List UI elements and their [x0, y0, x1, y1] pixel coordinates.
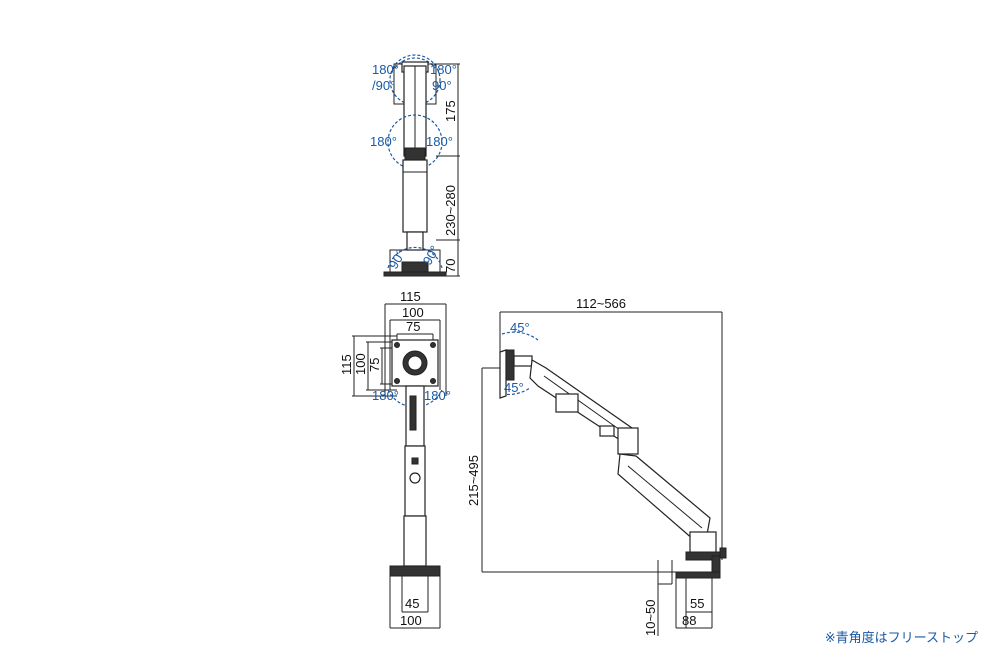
top-rotation-arc	[389, 54, 441, 106]
front-dim-100-base: 100	[400, 613, 422, 628]
top-arm-lower	[402, 159, 428, 233]
side-dim-88: 88	[682, 613, 696, 628]
front-angle-left: 180°	[372, 388, 399, 403]
front-dim-100-h: 100	[402, 305, 424, 320]
top-view: 180° 180° /90° 90° 180° 180° 90° 90° 175…	[370, 54, 460, 277]
top-dim-175: 175	[443, 100, 458, 122]
top-angle-left-top: 180°	[372, 62, 399, 77]
side-dim-reach: 112~566	[576, 296, 626, 311]
side-dim-clamp: 10~50	[643, 599, 658, 636]
front-dim-45: 45	[405, 596, 419, 611]
front-dim-75-v: 75	[367, 358, 382, 372]
side-tilt-down: 45°	[504, 380, 524, 395]
front-dim-75-h: 75	[406, 319, 420, 334]
side-dim-55: 55	[690, 596, 704, 611]
side-column	[689, 531, 717, 555]
top-angle-left-mid: 180°	[370, 134, 397, 149]
front-view: 115 100 75 115 100 75 180° 180° 45 100	[339, 289, 451, 629]
top-dim-230-280: 230~280	[443, 185, 458, 236]
top-angle-right-top: 180°	[430, 62, 457, 77]
front-angle-right: 180°	[424, 388, 451, 403]
side-vesa-plate	[499, 349, 507, 399]
front-dim-100-v: 100	[353, 353, 368, 375]
top-angle-right-mid: 180°	[426, 134, 453, 149]
side-dim-height: 215~495	[466, 455, 481, 506]
top-angle-left-90: /90°	[372, 78, 395, 93]
side-elbow-joint	[617, 427, 639, 455]
front-clamp-base	[389, 565, 441, 577]
front-dim-115-h: 115	[400, 289, 421, 304]
side-clamp-bottom	[675, 571, 721, 579]
top-angle-right-90: 90°	[432, 78, 452, 93]
top-dim-70: 70	[443, 259, 458, 273]
side-view: 112~566 215~495 45° 45° 10~50 55 88	[466, 296, 727, 636]
base-rotation-arc	[387, 246, 443, 269]
front-dim-115-v: 115	[339, 354, 354, 375]
footnote: ※青角度はフリーストップ	[824, 631, 978, 646]
side-lower-arm	[617, 453, 711, 541]
front-clamp-post	[403, 515, 427, 567]
side-tilt-up: 45°	[510, 320, 530, 335]
